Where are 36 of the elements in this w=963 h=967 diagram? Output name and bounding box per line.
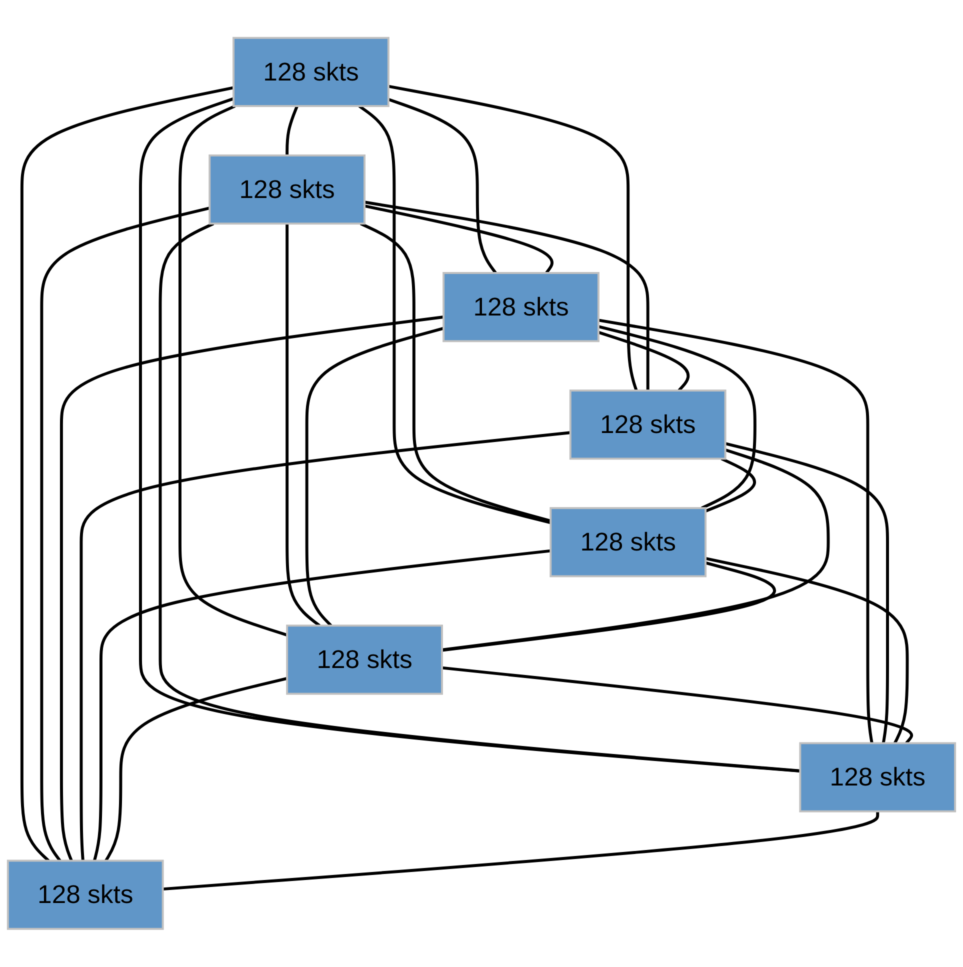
connector (358, 104, 551, 524)
connector (598, 318, 874, 744)
node-box: 128 skts (799, 742, 956, 812)
connector (598, 331, 690, 392)
connector (60, 316, 444, 862)
node-box: 128 skts (232, 37, 390, 108)
node-box: 128 skts (208, 154, 366, 225)
connector (442, 666, 913, 744)
connector (360, 222, 552, 522)
connector (598, 325, 756, 510)
connector (40, 206, 210, 862)
connector (162, 811, 880, 891)
connector (305, 327, 444, 627)
connector (80, 431, 571, 861)
connector (364, 204, 554, 274)
connector (20, 86, 234, 862)
connector (286, 106, 298, 156)
connector (104, 677, 288, 862)
connector (158, 222, 800, 772)
connector (388, 84, 638, 392)
connector (705, 557, 909, 744)
node-box: 128 skts (286, 624, 443, 695)
connector (705, 457, 756, 513)
connector (92, 549, 551, 862)
connector (139, 97, 800, 773)
connector (442, 448, 830, 652)
connector (388, 98, 497, 274)
node-box: 128 skts (569, 390, 726, 460)
node-box: 128 skts (6, 860, 164, 930)
connector (442, 562, 776, 652)
connector (178, 104, 288, 637)
connector (364, 200, 650, 391)
node-box: 128 skts (442, 272, 600, 342)
node-box: 128 skts (550, 507, 707, 578)
connector (286, 224, 321, 627)
connector (724, 442, 889, 744)
